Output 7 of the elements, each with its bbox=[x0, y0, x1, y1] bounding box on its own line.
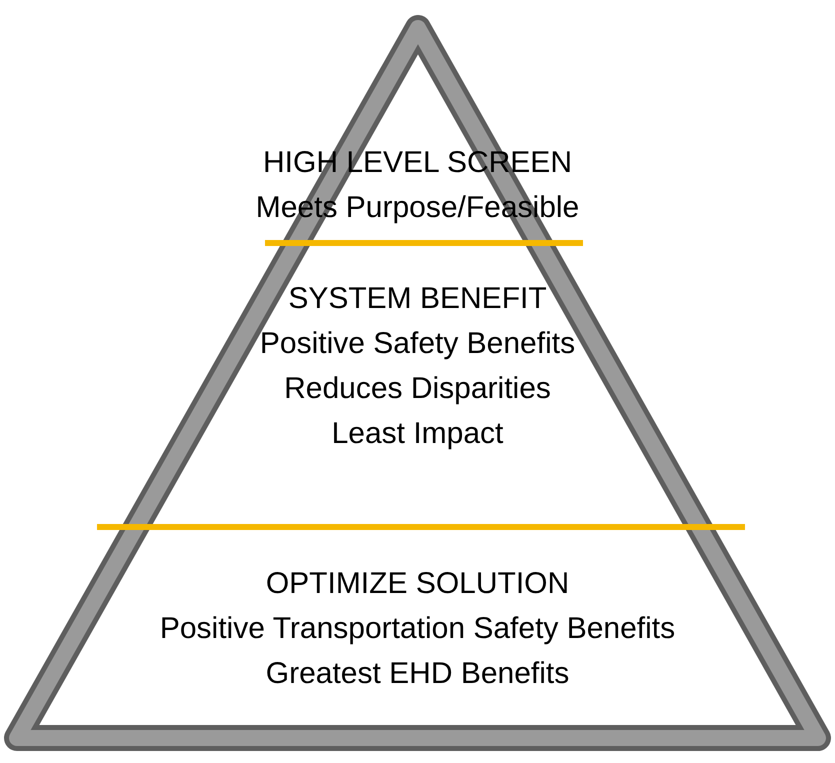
tier-heading: SYSTEM BENEFIT bbox=[288, 281, 547, 317]
criterion-text: Positive Safety Benefits bbox=[260, 326, 576, 362]
criterion-text: Positive Transportation Safety Benefits bbox=[160, 611, 676, 647]
criterion-text: Reduces Disparities bbox=[284, 371, 551, 407]
criterion-text: Greatest EHD Benefits bbox=[266, 656, 570, 692]
criterion-text: Least Impact bbox=[332, 416, 504, 452]
tier-heading: OPTIMIZE SOLUTION bbox=[266, 566, 570, 602]
